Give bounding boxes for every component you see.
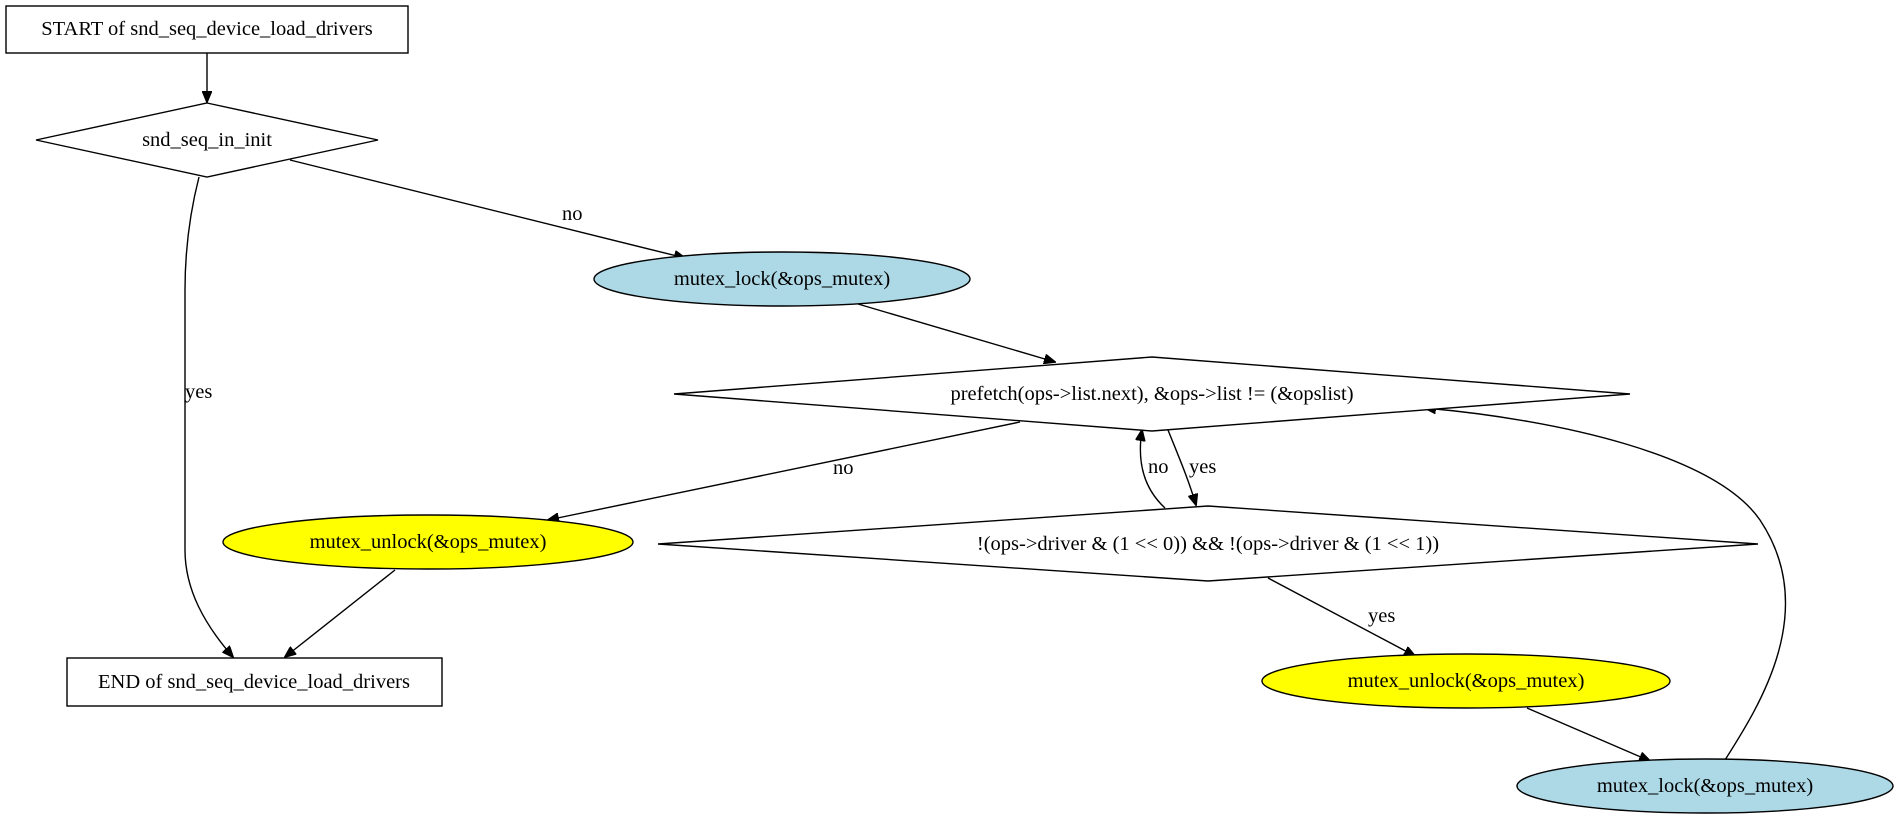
edge-loop-no <box>548 421 1021 520</box>
end-label: END of snd_seq_device_load_drivers <box>98 671 410 693</box>
start-label: START of snd_seq_device_load_drivers <box>41 18 373 40</box>
init-check-label: snd_seq_in_init <box>142 129 272 151</box>
edges <box>184 53 1787 761</box>
edge-unlock-loop-to-lock-loop <box>1526 707 1650 761</box>
node-unlock-loop: mutex_unlock(&ops_mutex) <box>1261 653 1671 709</box>
lock-loop-ellipse <box>1516 758 1894 814</box>
node-unlock-exit: mutex_unlock(&ops_mutex) <box>222 514 634 570</box>
edge-loop-yes <box>1167 429 1196 505</box>
loop-check-label: prefetch(ops->list.next), &ops->list != … <box>950 383 1353 405</box>
edge-init-yes <box>184 176 233 657</box>
loop-check-diamond <box>673 356 1631 432</box>
node-init-check: snd_seq_in_init <box>35 102 379 178</box>
edge-lock1-to-loop <box>857 303 1055 362</box>
driver-check-diamond <box>657 505 1759 582</box>
node-lock1: mutex_lock(&ops_mutex) <box>593 251 971 307</box>
node-loop-check: prefetch(ops->list.next), &ops->list != … <box>673 356 1631 432</box>
node-lock-loop: mutex_lock(&ops_mutex) <box>1516 758 1894 814</box>
lock1-label: mutex_lock(&ops_mutex) <box>674 268 890 290</box>
edge-label-driver-no: no <box>1148 456 1169 478</box>
init-check-diamond <box>35 102 379 178</box>
unlock-loop-ellipse <box>1261 653 1671 709</box>
edge-label-loop-no: no <box>833 457 854 479</box>
edge-driver-no <box>1140 430 1166 509</box>
lock1-ellipse <box>593 251 971 307</box>
node-start: START of snd_seq_device_load_drivers <box>5 5 409 54</box>
node-driver-check: !(ops->driver & (1 << 0)) && !(ops->driv… <box>657 505 1759 582</box>
edge-label-init-no: no <box>562 203 583 225</box>
driver-check-label: !(ops->driver & (1 << 0)) && !(ops->driv… <box>977 533 1439 555</box>
end-box <box>66 657 443 707</box>
lock-loop-label: mutex_lock(&ops_mutex) <box>1597 775 1813 797</box>
edge-unlock-exit-to-end <box>285 569 396 657</box>
start-box <box>5 5 409 54</box>
node-end: END of snd_seq_device_load_drivers <box>66 657 443 707</box>
edge-lock-loop-back-to-loop <box>1425 408 1787 761</box>
unlock-exit-label: mutex_unlock(&ops_mutex) <box>310 531 547 553</box>
edge-label-driver-yes: yes <box>1368 605 1395 627</box>
unlock-exit-ellipse <box>222 514 634 570</box>
edge-labels: no yes no yes no yes <box>185 203 1395 627</box>
edge-label-init-yes: yes <box>185 381 212 403</box>
unlock-loop-label: mutex_unlock(&ops_mutex) <box>1348 670 1585 692</box>
edge-init-no <box>289 159 685 258</box>
edge-driver-yes <box>1267 577 1415 656</box>
edge-label-loop-yes: yes <box>1189 456 1216 478</box>
